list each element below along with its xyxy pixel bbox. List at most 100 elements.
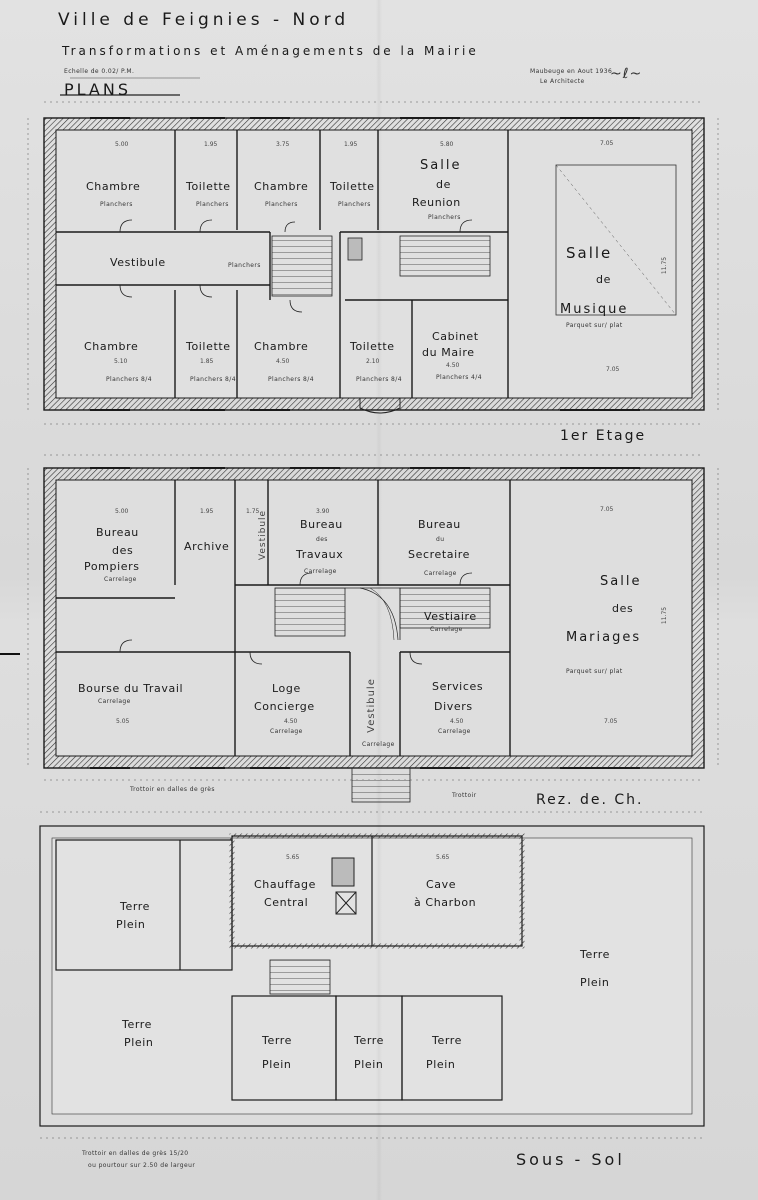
dim-label: 5.80	[440, 141, 454, 148]
first-floor-plan	[27, 101, 719, 425]
room-line: Plein	[426, 1058, 456, 1071]
room-terre-plein-1: Terre	[120, 900, 150, 913]
floor-note: Carrelage	[98, 698, 131, 705]
floor-note: Planchers	[196, 201, 229, 208]
dim-label: 1.95	[344, 141, 358, 148]
room-terre-plein-3: Terre	[122, 1018, 152, 1031]
dim-label: 1.95	[200, 508, 214, 515]
room-vestiaire: Vestiaire	[424, 610, 477, 623]
room-salle-musique: Salle	[566, 244, 613, 262]
room-toilette-1: Toilette	[186, 180, 231, 193]
architect-note: Le Architecte	[540, 78, 585, 85]
floor-note: Planchers 4/4	[436, 374, 482, 381]
room-terre-plein-2: Terre	[580, 948, 610, 961]
room-cave-charbon: Cave	[426, 878, 457, 891]
room-chambre-2: Chambre	[254, 180, 309, 193]
dim-label: 3.75	[276, 141, 290, 148]
dim-label: 11.75	[661, 606, 669, 625]
dim-label: 1.75	[246, 508, 260, 515]
dim-label: 4.50	[446, 362, 460, 369]
floor-note: Carrelage	[438, 728, 471, 735]
room-toilette-3: Toilette	[186, 340, 231, 353]
room-line: des	[316, 536, 328, 543]
room-line: Pompiers	[84, 560, 140, 573]
room-toilette-2: Toilette	[330, 180, 375, 193]
room-line: Musique	[560, 302, 629, 317]
dim-label: 4.50	[276, 358, 290, 365]
room-line: Travaux	[296, 548, 344, 561]
dim-label: 1.85	[200, 358, 214, 365]
floor-note: Carrelage	[104, 576, 137, 583]
dim-label: 5.05	[116, 718, 130, 725]
room-line: des	[112, 544, 134, 557]
basement-footnote-1: Trottoir en dalles de grès 15/20	[82, 1150, 189, 1157]
floor-note: Planchers	[428, 214, 461, 221]
room-vestibule-side: Vestibule	[258, 509, 269, 561]
dim-label: 7.05	[606, 366, 620, 373]
drawing-subtitle: Transformations et Aménagements de la Ma…	[62, 44, 479, 58]
room-chambre-4: Chambre	[254, 340, 309, 353]
room-salle-mariages: Salle	[600, 574, 642, 589]
dim-label: 4.50	[450, 718, 464, 725]
room-loge-concierge: Loge	[272, 682, 301, 695]
floor-note: Planchers 8/4	[356, 376, 402, 383]
scale-note: Echelle de 0.02/ P.M.	[64, 68, 135, 75]
ground-floor-plan	[0, 454, 719, 803]
dim-label: 5.10	[114, 358, 128, 365]
room-toilette-4: Toilette	[350, 340, 395, 353]
room-vestibule: Vestibule	[110, 256, 166, 269]
room-bureau-pompiers: Bureau	[96, 526, 139, 539]
plans-label: PLANS	[64, 80, 131, 99]
room-bureau-travaux: Bureau	[300, 518, 343, 531]
room-cabinet-maire: Cabinet	[432, 330, 479, 343]
trottoir-right-note: Trottoir	[452, 792, 477, 799]
dim-label: 5.00	[115, 141, 129, 148]
date-note: Maubeuge en Aout 1936	[530, 68, 613, 75]
dim-label: 5.65	[286, 854, 300, 861]
floor-note: Planchers 8/4	[268, 376, 314, 383]
room-line: à Charbon	[414, 896, 477, 909]
room-services-divers: Services	[432, 680, 484, 693]
first-floor-label: 1er Etage	[560, 428, 647, 444]
room-line: Secretaire	[408, 548, 471, 561]
room-bureau-secretaire: Bureau	[418, 518, 461, 531]
dim-label: 11.75	[661, 256, 669, 275]
dim-label: 5.65	[436, 854, 450, 861]
room-line: Central	[264, 896, 309, 909]
room-line: de	[596, 273, 611, 286]
floor-note: Planchers	[338, 201, 371, 208]
room-line: de	[436, 178, 451, 191]
room-line: Concierge	[254, 700, 315, 713]
floor-note: Carrelage	[270, 728, 303, 735]
dim-label: 1.95	[204, 141, 218, 148]
floor-note: Planchers	[265, 201, 298, 208]
architect-signature: ~ℓ~	[610, 66, 643, 82]
room-line: des	[612, 602, 634, 615]
room-line: Plein	[580, 976, 610, 989]
room-line: Mariages	[566, 630, 642, 645]
room-terre-plein-5: Terre	[354, 1034, 384, 1047]
dim-label: 3.90	[316, 508, 330, 515]
room-salle-reunion: Salle	[420, 158, 462, 173]
room-line: Divers	[434, 700, 473, 713]
room-line: du	[436, 536, 445, 543]
floor-note: Parquet sur/ plat	[566, 322, 623, 329]
floor-note: Parquet sur/ plat	[566, 668, 623, 675]
room-vestibule-entry: Vestibule	[365, 678, 377, 733]
room-terre-plein-6: Terre	[432, 1034, 462, 1047]
floor-note: Planchers	[228, 262, 261, 269]
room-chambre-1: Chambre	[86, 180, 141, 193]
room-terre-plein-4: Terre	[262, 1034, 292, 1047]
dim-label: 7.05	[600, 506, 614, 513]
basement-plan	[39, 811, 705, 1139]
floor-note: Carrelage	[304, 568, 337, 575]
dim-label: 7.05	[604, 718, 618, 725]
ground-floor-label: Rez. de. Ch.	[536, 792, 644, 808]
basement-label: Sous - Sol	[516, 1150, 625, 1169]
dim-label: 5.00	[115, 508, 129, 515]
room-line: Plein	[116, 918, 146, 931]
room-archive: Archive	[184, 540, 230, 553]
basement-footnote-2: ou pourtour sur 2.50 de largeur	[88, 1162, 196, 1169]
floor-note: Planchers 8/4	[190, 376, 236, 383]
